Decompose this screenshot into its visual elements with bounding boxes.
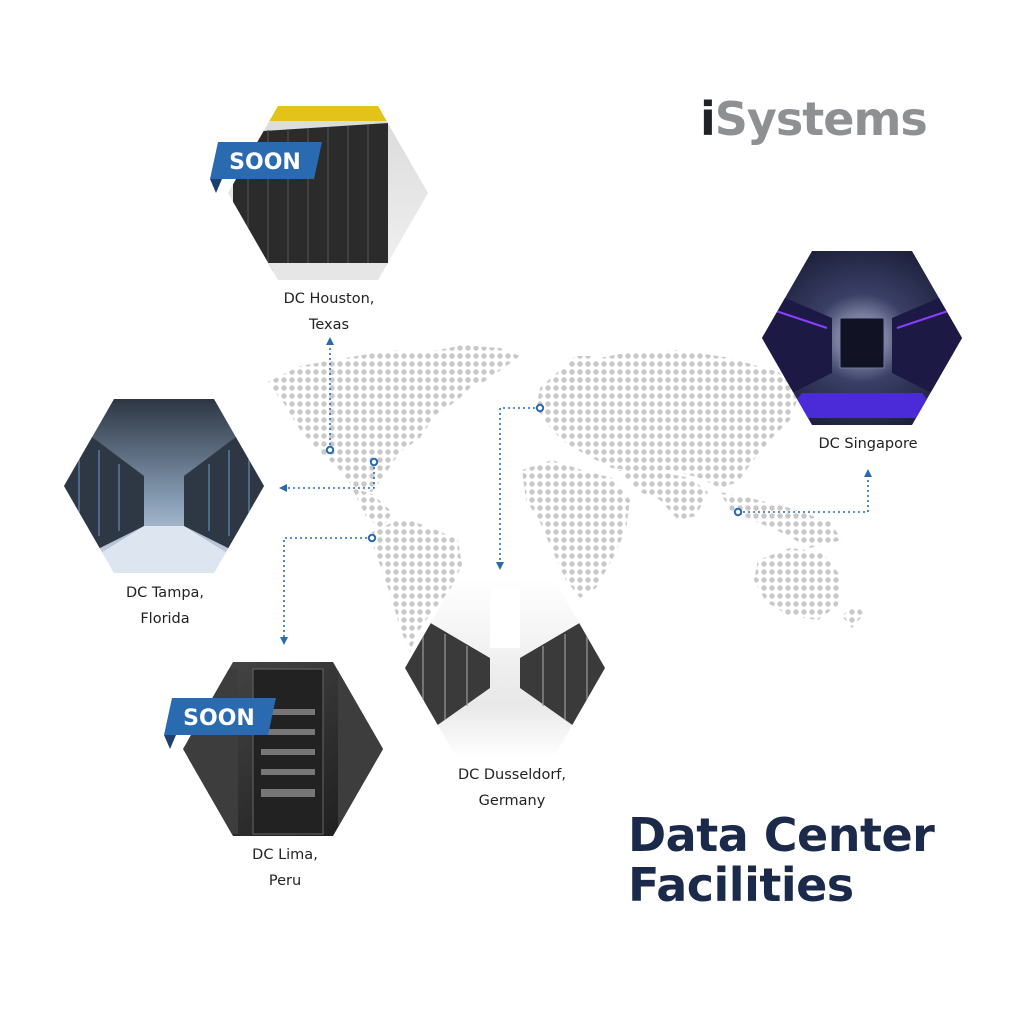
- caption-houston-line1: DC Houston,: [283, 291, 375, 307]
- caption-tampa-line2: Florida: [140, 611, 190, 627]
- hexagon-tampa: [64, 399, 264, 573]
- caption-dusseldorf: DC Dusseldorf, Germany: [427, 762, 597, 814]
- soon-badge-label: SOON: [183, 706, 255, 731]
- logo-i: i: [700, 92, 716, 146]
- caption-singapore-line1: DC Singapore: [818, 436, 918, 452]
- location-markers: [325, 403, 743, 543]
- title-line1: Data Center: [628, 808, 935, 862]
- caption-tampa: DC Tampa, Florida: [80, 580, 250, 632]
- soon-badge-houston: SOON: [210, 142, 322, 193]
- connector-lines: [283, 342, 869, 640]
- isystems-logo: iSystems: [700, 96, 928, 142]
- caption-lima: DC Lima, Peru: [200, 842, 370, 894]
- caption-houston-line2: Texas: [308, 317, 350, 333]
- continents: [268, 345, 864, 652]
- caption-houston: DC Houston, Texas: [244, 286, 414, 338]
- hexagon-houston: [228, 106, 428, 280]
- page-title: Data Center Facilities: [628, 808, 935, 912]
- soon-badge-label: SOON: [229, 150, 301, 175]
- caption-lima-line2: Peru: [268, 873, 302, 889]
- title-line2: Facilities: [628, 858, 854, 912]
- hexagon-lima: [183, 662, 383, 836]
- caption-tampa-line1: DC Tampa,: [125, 585, 205, 601]
- soon-badge-lima: SOON: [164, 698, 276, 749]
- caption-lima-line1: DC Lima,: [252, 847, 318, 863]
- connector-arrowheads: [279, 337, 872, 645]
- caption-dusseldorf-line1: DC Dusseldorf,: [457, 767, 567, 783]
- logo-systems: Systems: [714, 92, 928, 146]
- caption-singapore: DC Singapore: [783, 431, 953, 457]
- caption-dusseldorf-line2: Germany: [478, 793, 546, 809]
